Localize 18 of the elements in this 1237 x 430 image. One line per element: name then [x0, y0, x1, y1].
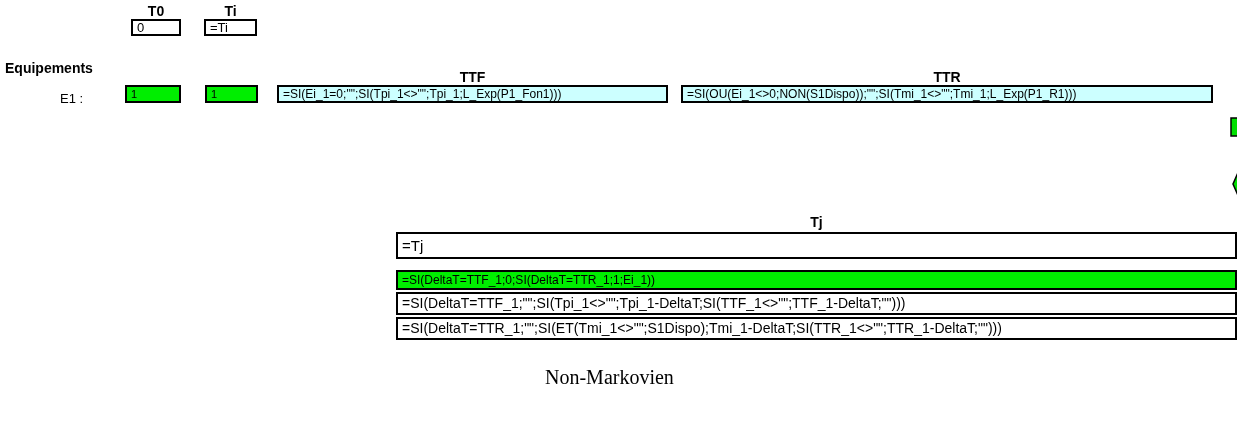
formula-cell: =SI(DeltaT=TTF_1;"";SI(Tpi_1<>"";Tpi_1-DeltaT;SI(TTF_1<>"";TTF_1-DeltaT;""))) — [396, 292, 1237, 315]
formula-cell: =SI(DeltaT=TTF_1;0;SI(DeltaT=TTR_1;1;Ei_1)) — [396, 270, 1237, 290]
formula-cell: =SI(DeltaT=TTR_1;"";SI(ET(Tmi_1<>"";S1Dispo);Tmi_1-DeltaT;SI(TTR_1<>"";TTR_1-DeltaT;""))) — [396, 317, 1237, 340]
row-label: E1 : — [60, 91, 84, 106]
formula-cell: =Ti — [204, 19, 257, 36]
column-heading: TTR — [932, 69, 962, 85]
formula-cell: 0 — [131, 19, 181, 36]
column-heading: TTF — [458, 69, 487, 85]
formula-cell: 1 — [205, 85, 258, 103]
column-heading: Ti — [223, 3, 238, 19]
formula-cell: =SI(Ei_1=0;"";SI(Tpi_1<>"";Tpi_1;L_Exp(P1_Fon1))) — [277, 85, 668, 103]
formula-cell: =SI(OU(Ei_1<>0;NON(S1Dispo));"";SI(Tmi_1<>"";Tmi_1;L_Exp(P1_R1))) — [681, 85, 1213, 103]
column-heading: T0 — [146, 3, 166, 19]
section-heading: Equipements — [5, 60, 93, 76]
formula-cell: =Tj — [396, 232, 1237, 259]
column-heading: Tj — [809, 214, 824, 230]
formula-cell: 1 — [125, 85, 181, 103]
caption: Non-Markovien — [545, 366, 674, 389]
